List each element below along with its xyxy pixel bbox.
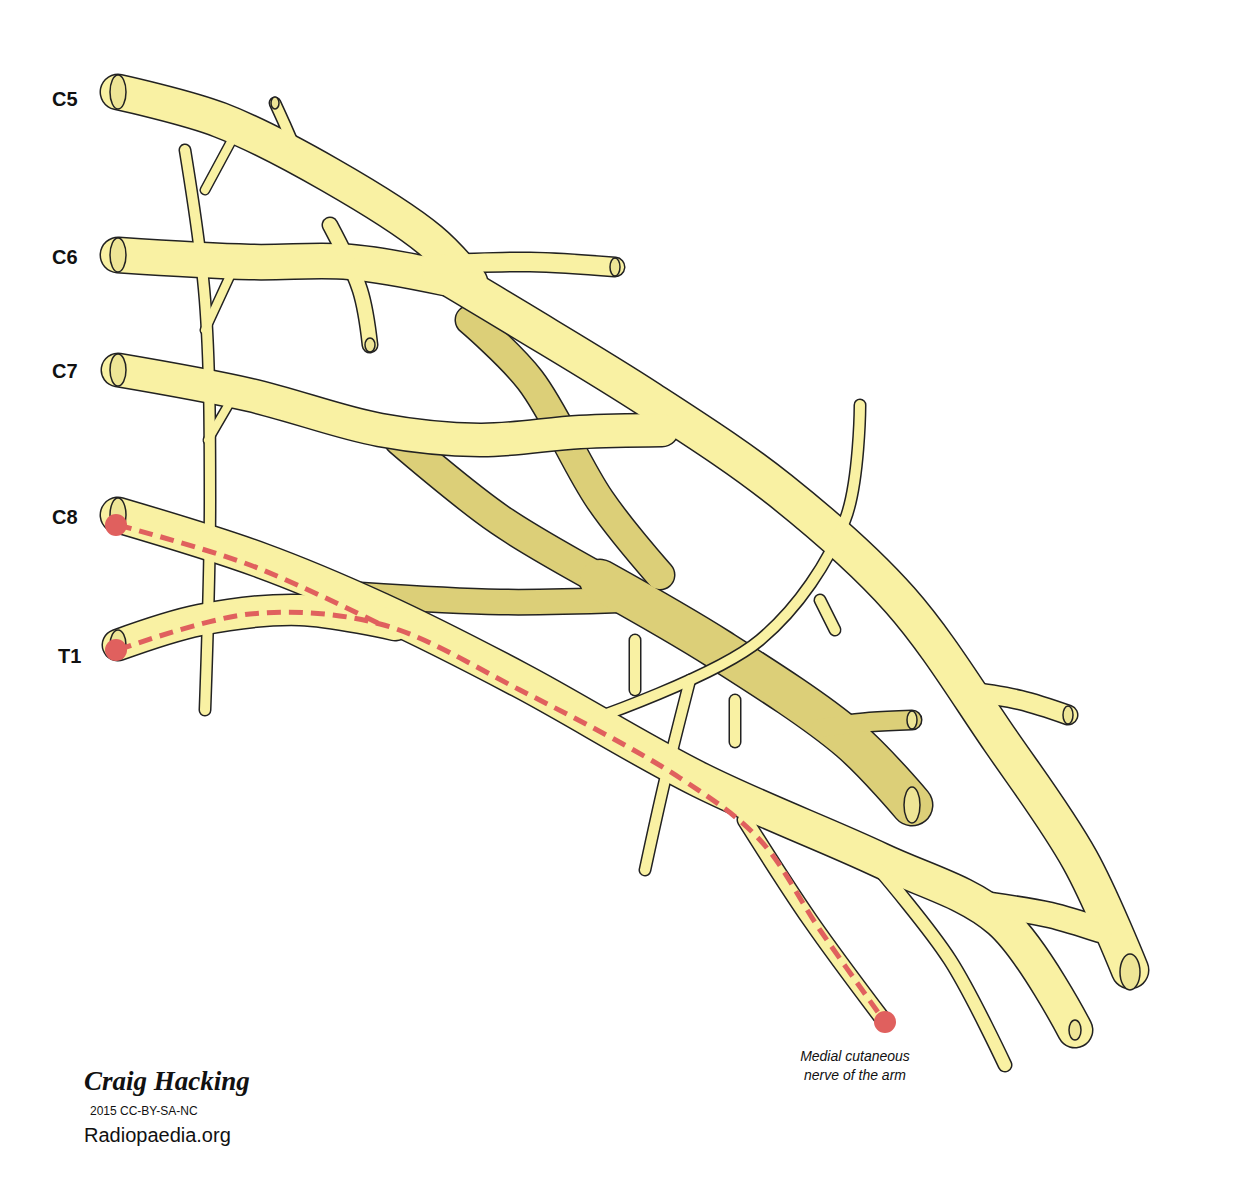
nerve-outline — [118, 92, 470, 282]
nerve-end — [110, 238, 126, 272]
nerve — [630, 640, 640, 690]
nerve — [820, 720, 912, 728]
nerves — [118, 92, 1130, 1065]
root-label: C7 — [52, 360, 78, 383]
nerve-end — [904, 787, 920, 823]
nerve-outline — [820, 720, 912, 728]
nerve — [880, 870, 1005, 1065]
nerve — [440, 272, 1130, 970]
nerve-end — [1120, 954, 1140, 990]
nerve-ends — [110, 75, 1140, 1040]
root-label: T1 — [58, 645, 81, 668]
nerve — [330, 225, 370, 345]
nerve — [590, 405, 860, 720]
nerve — [730, 700, 740, 742]
nerve-pathway — [105, 514, 896, 1033]
nerve — [118, 92, 470, 282]
nerve — [118, 370, 662, 440]
nerve-end — [1063, 706, 1073, 724]
nerve-outline — [430, 262, 615, 267]
nerve-end — [365, 338, 375, 352]
author-signature: Craig Hacking — [84, 1066, 250, 1097]
nerve-outline — [629, 640, 642, 690]
nerve-outline — [118, 255, 445, 278]
pathway-dot — [874, 1011, 896, 1033]
nerve-outline — [118, 515, 1075, 1030]
nerve-end — [610, 258, 620, 276]
nerve-end — [110, 354, 126, 386]
root-label: C6 — [52, 246, 78, 269]
pathway-dot — [105, 639, 127, 661]
pathway-dot — [105, 514, 127, 536]
license-note: 2015 CC-BY-SA-NC — [90, 1104, 198, 1118]
pathway-dash — [118, 525, 380, 624]
nerve — [960, 690, 1068, 715]
nerve — [118, 515, 1075, 1030]
source-watermark: Radiopaedia.org — [84, 1124, 231, 1147]
nerve-end — [110, 75, 126, 109]
nerve-end — [1069, 1020, 1081, 1040]
nerve — [118, 255, 445, 278]
nerve — [645, 680, 690, 870]
root-label: C5 — [52, 88, 78, 111]
nerve-outline — [440, 272, 1130, 970]
nerve-outline — [729, 700, 742, 742]
nerve — [990, 905, 1100, 930]
nerve-label: Medial cutaneous nerve of the arm — [790, 1047, 920, 1085]
nerve — [430, 262, 615, 267]
root-label: C8 — [52, 506, 78, 529]
nerve — [275, 103, 300, 160]
nerve-end — [907, 711, 917, 729]
nerve-outline — [118, 370, 662, 440]
nerve-end — [271, 97, 279, 109]
nerve-outline — [820, 600, 835, 630]
nerve-outline — [330, 225, 370, 345]
nerve — [820, 600, 835, 630]
pathway-dash — [118, 612, 885, 1022]
